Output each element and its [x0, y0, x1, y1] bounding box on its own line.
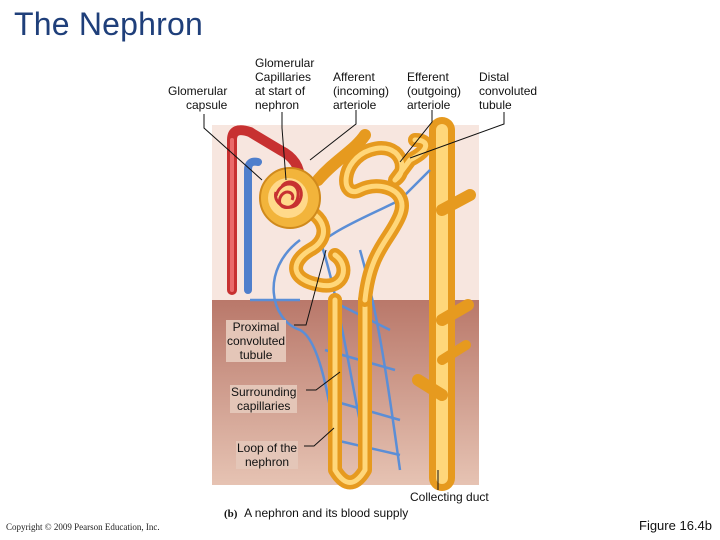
artery	[227, 125, 305, 295]
label-surrounding-capillaries: Surrounding capillaries	[230, 385, 298, 413]
label-collecting-duct: Collecting duct	[410, 490, 489, 504]
glomerular-capsule	[259, 167, 321, 229]
glomerulus	[274, 180, 303, 209]
figure-caption: (b) A nephron and its blood supply	[224, 506, 408, 520]
label-glomerular-capillaries: Glomerular Capillaries at start of nephr…	[255, 56, 315, 112]
vein	[244, 157, 262, 294]
label-distal-tubule: Distal convoluted tubule	[479, 70, 538, 112]
caption-text: A nephron and its blood supply	[244, 506, 409, 520]
copyright-notice: Copyright © 2009 Pearson Education, Inc.	[6, 522, 160, 532]
label-loop-of-nephron: Loop of the nephron	[236, 441, 299, 469]
label-glomerular-capsule: Glomerular capsule	[168, 84, 228, 112]
label-afferent-arteriole: Afferent (incoming) arteriole	[333, 70, 390, 112]
collecting-duct	[412, 117, 476, 491]
figure-number: Figure 16.4b	[639, 518, 712, 533]
leader-lines	[203, 110, 505, 490]
label-proximal-tubule: Proximal convoluted tubule	[226, 320, 287, 362]
caption-letter: (b)	[224, 508, 238, 520]
slide-title: The Nephron	[14, 6, 203, 42]
label-efferent-arteriole: Efferent (outgoing) arteriole	[407, 70, 462, 112]
nephron-tubule	[288, 129, 433, 490]
